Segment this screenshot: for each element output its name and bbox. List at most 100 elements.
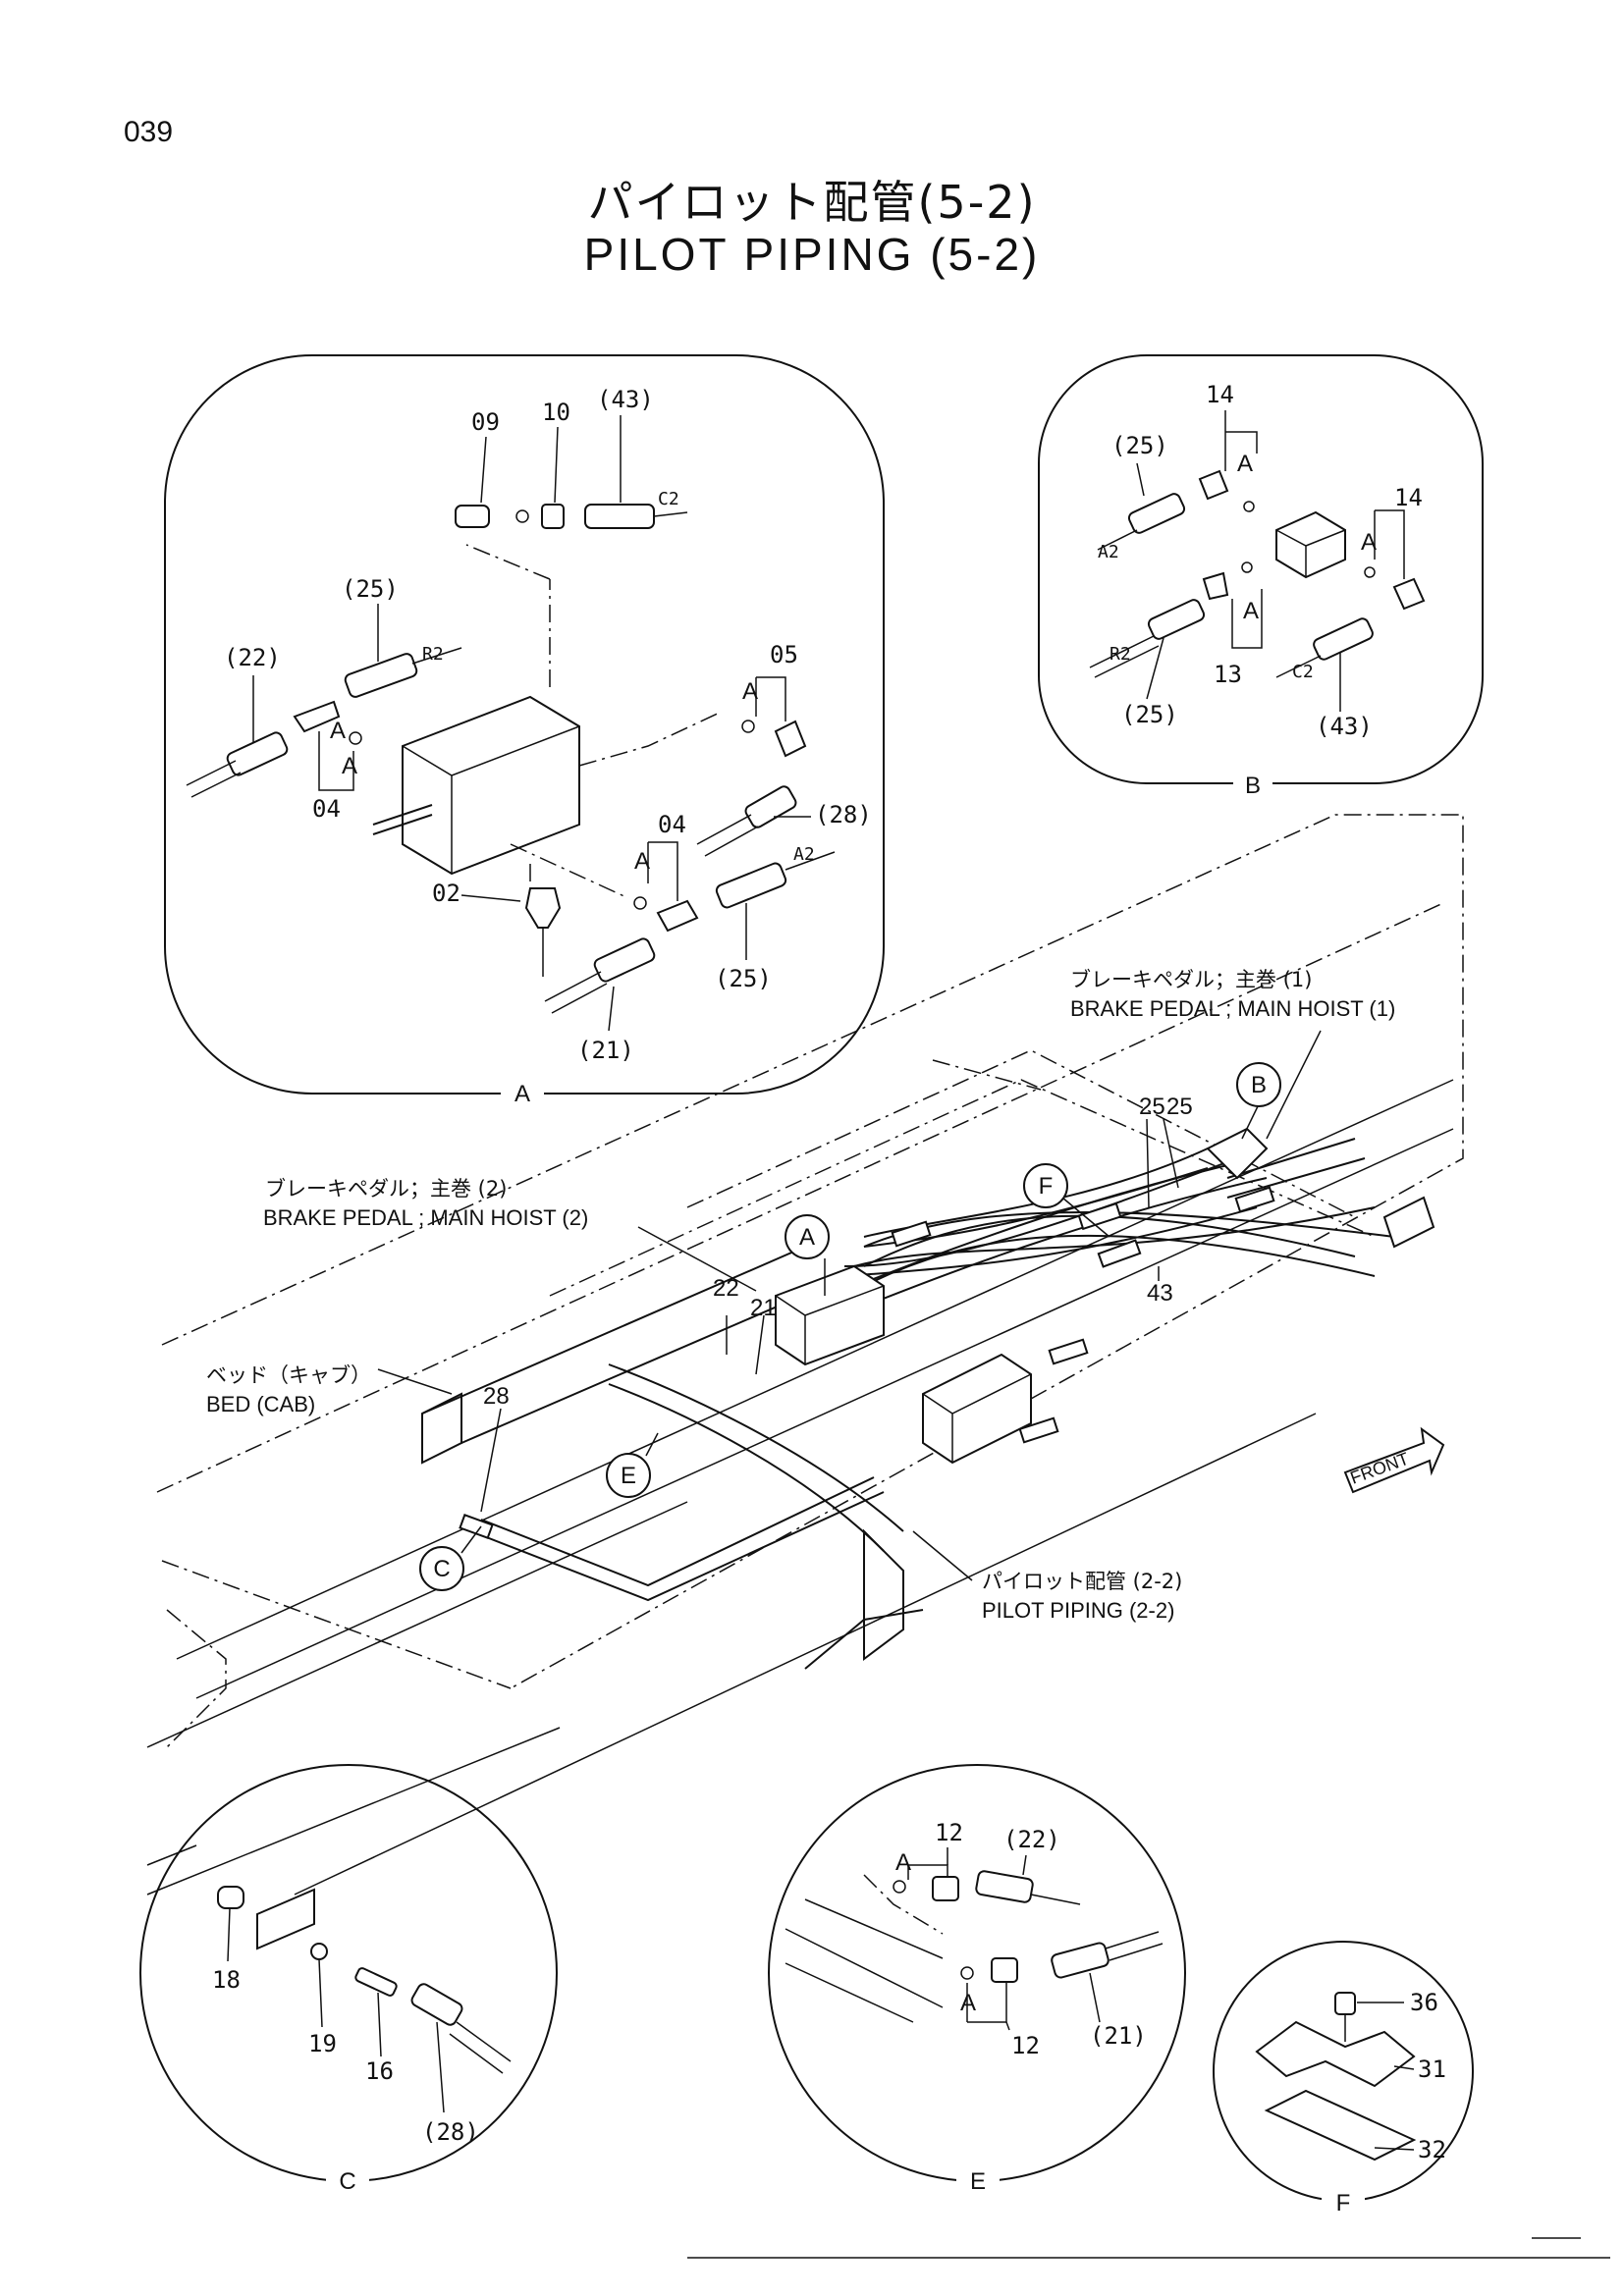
detail-a-label-25-top: (25) [342,575,399,603]
detail-a-part-43 [584,504,655,529]
detail-a-hose-21 [544,971,608,1014]
valve-block-a [775,1264,885,1366]
callout-b-leader [1241,1103,1260,1140]
detail-a-marker-a-05: A [742,678,758,705]
detail-e-dash [863,1874,944,1935]
detail-a-tee-04-left [293,700,341,733]
detail-b-oring-14-left [1243,501,1255,512]
detail-a-label-25-lower: (25) [715,965,772,992]
detail-c-bracket [256,1888,315,1950]
detail-f-part-36 [1334,1992,1356,2015]
brake-pedal-2-label-jp: ブレーキペダル；主巻 (2) [265,1177,507,1201]
detail-b-bracket-13 [1231,589,1263,649]
pedal-connector-right [1382,1196,1435,1249]
detail-a-leaders-top [480,415,622,504]
detail-b-frame-label: B [1245,773,1261,799]
hose-connector-4 [1018,1416,1059,1444]
detail-a-view: A C2 R2 A [164,354,885,1107]
callout-c[interactable]: C [419,1546,464,1591]
detail-a-oring-lower [633,896,647,910]
bed-label-jp: ベッド（キャブ） [206,1363,371,1387]
pedal-bar-bottom [460,1285,826,1444]
detail-a-part-21 [593,937,656,983]
svg-text:C: C [433,1556,450,1582]
detail-a-label-22: (22) [224,644,281,671]
valve-block-2-edges [922,1373,1032,1463]
hose-bundle-4 [863,1234,1376,1287]
detail-a-leader-02 [460,894,521,902]
detail-a-port-a2: A2 [793,844,815,865]
svg-text:B: B [1251,1072,1267,1098]
hose-lower-2 [608,1383,885,1552]
detail-e-label-12-top: 12 [935,1819,963,1846]
detail-b-label-43: (43) [1316,713,1373,740]
part-25-leaders [1146,1118,1179,1208]
detail-b-view: B A A A A2 R2 C2 14 14 [1038,354,1484,799]
detail-c-label-16: 16 [365,2057,394,2085]
callout-b[interactable]: B [1236,1062,1281,1107]
detail-a-bracket-04-left [318,731,354,791]
detail-b-label-25-top: (25) [1111,432,1168,459]
part-number-21: 21 [750,1295,777,1321]
detail-a-hose-43 [653,511,688,517]
detail-b-hose-43 [1275,655,1322,678]
hose-28-inner [480,1476,875,1587]
detail-b-part-13 [1202,571,1229,601]
detail-a-dash-top [465,544,551,687]
page-number: 039 [124,116,174,148]
detail-c-part-28 [410,1983,463,2026]
detail-c-part-18 [217,1886,244,1909]
part-22-21-leaders [726,1314,765,1375]
pedal-bar-top [421,1246,806,1415]
detail-e-oring-top [893,1880,906,1894]
detail-a-label-04-lower: 04 [658,811,686,838]
detail-e-frame-label: E [970,2168,986,2195]
lower-hose-end [804,1609,924,1670]
callout-a[interactable]: A [785,1214,830,1259]
detail-c-label-bg [326,2167,369,2193]
detail-a-dash-lower [510,843,629,899]
detail-a-tee-04-lower [656,899,699,933]
front-arrow-icon: FRONT [1343,1426,1445,1494]
detail-b-hose-25-top [1097,529,1138,551]
detail-c-floor-lines [146,1727,561,1896]
detail-c-part-19 [310,1943,328,1960]
detail-c-leaders [227,1907,445,2113]
detail-b-part-25-top [1127,493,1186,534]
hose-top-right-2 [1226,1157,1366,1199]
page-title-japanese: パイロット配管(5-2) [587,176,1037,229]
main-assembly-view: A B C E F 25 25 43 22 21 [146,814,1464,1896]
detail-a-part-25-top [344,653,418,698]
detail-b-valve-block-edges [1275,529,1346,577]
part-number-28: 28 [483,1383,510,1410]
detail-a-marker-a-left: A [342,753,357,779]
detail-c-view: C 18 19 16 (28) [139,1727,561,2195]
detail-b-part-14-left [1198,469,1229,501]
detail-f-label-31: 31 [1418,2056,1446,2083]
detail-a-valve-block-edges [402,725,580,874]
detail-b-label-14-top: 14 [1206,381,1234,408]
detail-a-label-28: (28) [815,801,872,828]
pedal-connector-b [1206,1127,1269,1180]
detail-f-leaders [1357,2002,1415,2151]
detail-a-hose-25-top [411,647,462,665]
part-28-leader [480,1408,502,1513]
detail-e-label-22: (22) [1003,1826,1060,1853]
callout-c-leader [460,1525,482,1554]
hose-connector-3 [1048,1338,1089,1365]
detail-c-part-16 [354,1967,398,1997]
bed-leader [377,1368,453,1395]
detail-a-part-25-lower [715,862,787,909]
detail-a-oring-05 [741,720,755,733]
detail-c-frame-label: C [339,2168,355,2195]
detail-f-label-bg [1322,2189,1365,2215]
detail-a-part-09 [455,505,490,528]
detail-a-frame-label: A [514,1081,530,1107]
detail-e-part-12-lower [991,1957,1018,1983]
detail-b-label-bg [1233,772,1272,797]
detail-a-bracket-05 [755,676,786,721]
callout-f[interactable]: F [1023,1163,1068,1208]
callout-e[interactable]: E [606,1453,651,1498]
part-number-43: 43 [1147,1280,1173,1307]
frame-rail-lower-2 [195,1128,1454,1699]
